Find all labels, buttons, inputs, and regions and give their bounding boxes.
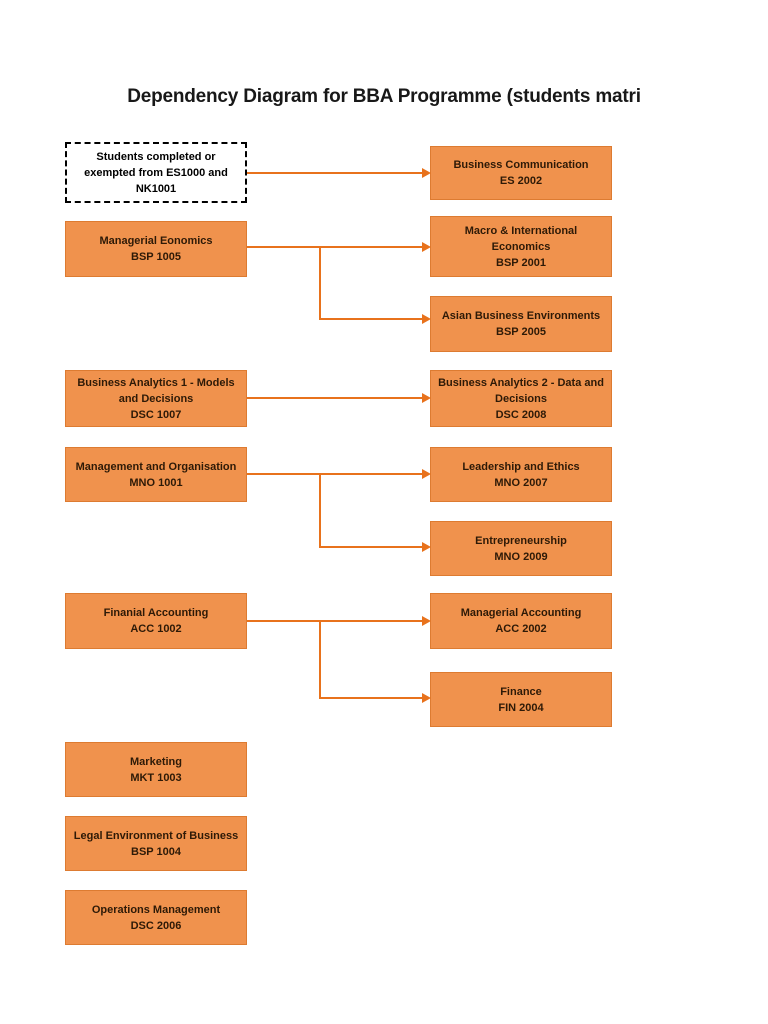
node-business-analytics-1: Business Analytics 1 - Models and Decisi…: [65, 370, 247, 427]
course-name: Macro & International Economics: [464, 224, 578, 253]
course-name: Managerial Accounting: [460, 607, 582, 619]
course-name: Business Analytics 1 - Models and Decisi…: [77, 376, 235, 405]
arrowhead-icon: [422, 542, 431, 552]
course-name: Legal Environment of Business: [73, 829, 239, 842]
node-leadership-ethics: Leadership and Ethics MNO 2007: [430, 447, 612, 502]
node-legal-environment: Legal Environment of Business BSP 1004: [65, 816, 247, 871]
course-name: Entrepreneurship: [475, 534, 567, 547]
node-managerial-accounting: Managerial Accounting ACC 2002: [430, 593, 612, 649]
course-code: ACC 1002: [130, 623, 182, 635]
connector-line: [247, 246, 422, 248]
connector-line: [319, 247, 321, 320]
course-code: BSP 1004: [131, 845, 181, 858]
connector-line: [319, 318, 422, 320]
node-marketing: Marketing MKT 1003: [65, 742, 247, 797]
course-name: Finanial Accounting: [103, 607, 209, 619]
node-asian-business-environments: Asian Business Environments BSP 2005: [430, 296, 612, 352]
course-code: DSC 1007: [130, 408, 182, 421]
course-code: FIN 2004: [498, 701, 544, 714]
course-code: MNO 2009: [494, 550, 548, 563]
node-finance: Finance FIN 2004: [430, 672, 612, 727]
connector-line: [247, 397, 422, 399]
course-name: Leadership and Ethics: [462, 460, 580, 473]
course-code: ES 2002: [499, 175, 543, 187]
course-code: BSP 1005: [131, 251, 181, 263]
node-business-analytics-2: Business Analytics 2 - Data and Decision…: [430, 370, 612, 427]
course-name: Marketing: [130, 755, 182, 768]
arrowhead-icon: [422, 168, 431, 178]
course-name: Finance: [500, 685, 542, 698]
course-code: DSC 2006: [130, 919, 182, 932]
course-name: Managerial Eonomics: [99, 235, 213, 247]
node-entrepreneurship: Entrepreneurship MNO 2009: [430, 521, 612, 576]
node-management-organisation: Management and Organisation MNO 1001: [65, 447, 247, 502]
course-code: BSP 2005: [496, 326, 546, 338]
arrowhead-icon: [422, 242, 431, 252]
course-name: Asian Business Environments: [441, 310, 601, 322]
prereq-note-label: Students completed or exempted from ES10…: [84, 150, 228, 195]
connector-line: [247, 473, 422, 475]
arrowhead-icon: [422, 469, 431, 479]
diagram-title: Dependency Diagram for BBA Programme (st…: [127, 86, 641, 107]
course-code: MNO 2007: [494, 476, 548, 489]
course-code: DSC 2008: [495, 408, 547, 421]
course-name: Business Analytics 2 - Data and Decision…: [438, 376, 604, 405]
arrowhead-icon: [422, 314, 431, 324]
arrowhead-icon: [422, 616, 431, 626]
connector-line: [319, 697, 422, 699]
course-code: MKT 1003: [130, 771, 182, 784]
arrowhead-icon: [422, 393, 431, 403]
arrowhead-icon: [422, 693, 431, 703]
node-operations-management: Operations Management DSC 2006: [65, 890, 247, 945]
connector-line: [247, 172, 422, 174]
node-macro-international-economics: Macro & International Economics BSP 2001: [430, 216, 612, 277]
node-business-communication: Business Communication ES 2002: [430, 146, 612, 200]
course-name: Management and Organisation: [75, 460, 237, 473]
connector-line: [247, 620, 422, 622]
course-name: Operations Management: [91, 903, 221, 916]
node-managerial-economics: Managerial Eonomics BSP 1005: [65, 221, 247, 277]
node-financial-accounting: Finanial Accounting ACC 1002: [65, 593, 247, 649]
connector-line: [319, 621, 321, 699]
course-code: MNO 1001: [129, 476, 183, 489]
connector-line: [319, 546, 422, 548]
course-code: ACC 2002: [495, 623, 547, 635]
course-name: Business Communication: [453, 159, 589, 171]
node-prereq-note: Students completed or exempted from ES10…: [65, 142, 247, 203]
course-code: BSP 2001: [496, 256, 546, 269]
connector-line: [319, 474, 321, 548]
